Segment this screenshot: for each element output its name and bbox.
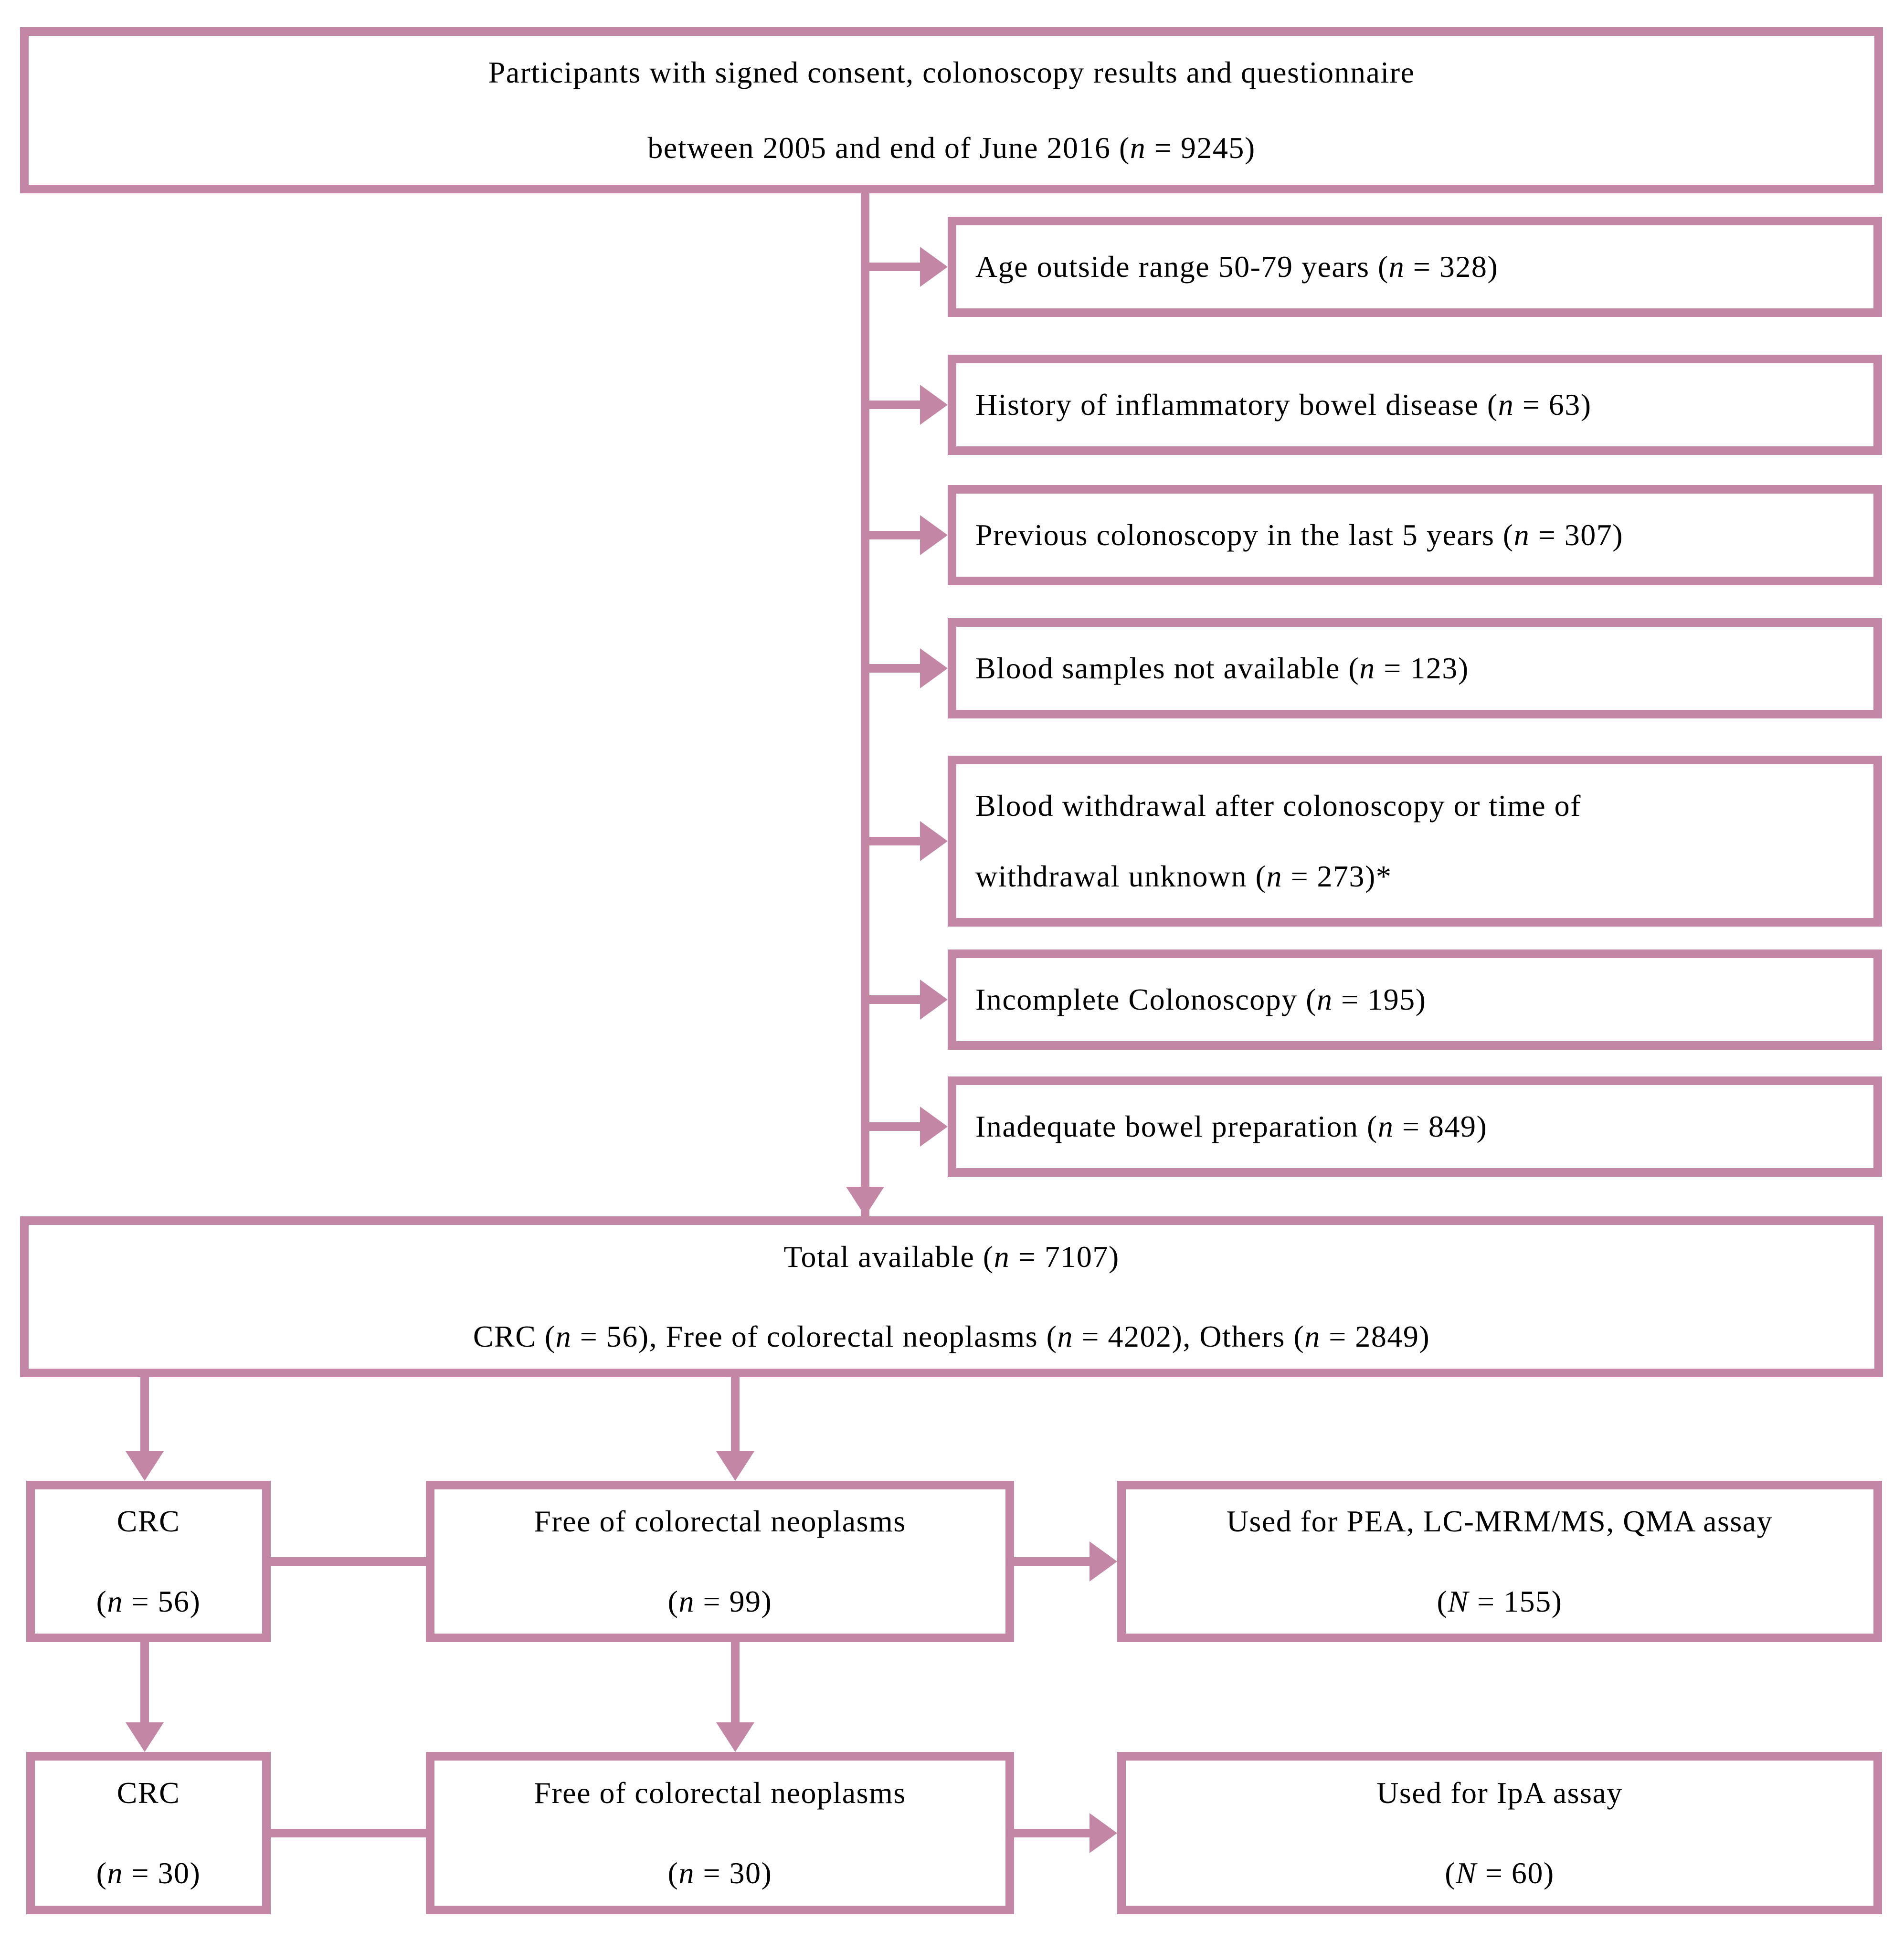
exclusion-label-previous-colonoscopy: Previous colonoscopy in the last 5 years… (975, 517, 1624, 552)
branch-arrowhead-previous-colonoscopy (920, 515, 948, 555)
crc-56-line2: (n = 56) (96, 1584, 201, 1618)
participants-box: Participants with signed consent, colono… (20, 27, 1883, 193)
free-neoplasms-99-box: Free of colorectal neoplasms (n = 99) (426, 1481, 1014, 1642)
free-30-line2: (n = 30) (667, 1856, 772, 1890)
exclusion-box-blood-samples: Blood samples not available (n = 123) (948, 618, 1882, 718)
branch-arrowhead-age (920, 247, 948, 287)
free99-to-pea-line (1014, 1557, 1090, 1566)
pea-assay-line1: Used for PEA, LC-MRM/MS, QMA assay (1226, 1504, 1773, 1538)
pea-assay-box: Used for PEA, LC-MRM/MS, QMA assay (N = … (1117, 1481, 1882, 1642)
exclusion-box-ibd: History of inflammatory bowel disease (n… (948, 355, 1882, 455)
trunk-arrowhead-down (846, 1187, 884, 1216)
total-available-line1: Total available (n = 7107) (783, 1240, 1120, 1274)
exclusion-label-age: Age outside range 50-79 years (n = 328) (975, 249, 1499, 284)
ipa-assay-line1: Used for IpA assay (1376, 1775, 1623, 1810)
total-to-crc-arrowhead (126, 1451, 164, 1481)
branch-line-blood-withdrawal (865, 837, 924, 845)
ipa-assay-box: Used for IpA assay (N = 60) (1117, 1752, 1882, 1914)
free-neoplasms-30-box: Free of colorectal neoplasms (n = 30) (426, 1752, 1014, 1914)
branch-arrowhead-incomplete-colonoscopy (920, 980, 948, 1020)
crc56-to-free99-connector (271, 1557, 426, 1566)
branch-line-ibd (865, 401, 924, 409)
branch-line-age (865, 263, 924, 271)
crc30-to-free30-connector (271, 1829, 426, 1837)
total-available-line2: CRC (n = 56), Free of colorectal neoplas… (473, 1319, 1430, 1353)
total-to-free-line (731, 1377, 740, 1452)
total-to-crc-line (140, 1377, 149, 1452)
branch-line-blood-samples (865, 664, 924, 673)
total-to-free-arrowhead (716, 1451, 754, 1481)
crc-30-line2: (n = 30) (96, 1856, 201, 1890)
crc-30-line1: CRC (116, 1775, 180, 1810)
participants-line2: between 2005 and end of June 2016 (n = 9… (647, 131, 1256, 165)
crc-30-box: CRC (n = 30) (26, 1752, 271, 1914)
pea-assay-line2: (N = 155) (1437, 1584, 1563, 1618)
crc-56-box: CRC (n = 56) (26, 1481, 271, 1642)
ipa-assay-line2: (N = 60) (1445, 1856, 1555, 1890)
exclusion-label-incomplete-colonoscopy: Incomplete Colonoscopy (n = 195) (975, 982, 1427, 1016)
crc56-to-crc30-line (140, 1642, 149, 1722)
branch-arrowhead-blood-samples (920, 648, 948, 688)
free-30-line1: Free of colorectal neoplasms (534, 1775, 906, 1810)
free99-to-pea-arrowhead (1090, 1541, 1117, 1582)
branch-line-incomplete-colonoscopy (865, 995, 924, 1004)
exclusion-box-bowel-preparation: Inadequate bowel preparation (n = 849) (948, 1076, 1882, 1177)
free99-to-free30-arrowhead (716, 1722, 754, 1752)
exclusion-label-bowel-preparation: Inadequate bowel preparation (n = 849) (975, 1109, 1488, 1143)
free30-to-ipa-arrowhead (1090, 1813, 1117, 1853)
branch-arrowhead-bowel-preparation (920, 1107, 948, 1147)
crc-56-line1: CRC (116, 1504, 180, 1538)
exclusion-label-blood-samples: Blood samples not available (n = 123) (975, 651, 1469, 685)
branch-line-previous-colonoscopy (865, 531, 924, 539)
free30-to-ipa-line (1014, 1829, 1090, 1837)
exclusion-box-age: Age outside range 50-79 years (n = 328) (948, 217, 1882, 317)
free99-to-free30-line (731, 1642, 740, 1722)
exclusion-box-previous-colonoscopy: Previous colonoscopy in the last 5 years… (948, 485, 1882, 585)
exclusion-box-incomplete-colonoscopy: Incomplete Colonoscopy (n = 195) (948, 949, 1882, 1050)
branch-line-bowel-preparation (865, 1122, 924, 1131)
free-99-line1: Free of colorectal neoplasms (534, 1504, 906, 1538)
branch-arrowhead-blood-withdrawal (920, 821, 948, 861)
trunk-connector-line (861, 192, 869, 1216)
exclusion-label-blood-withdrawal: Blood withdrawal after colonoscopy or ti… (975, 789, 1581, 893)
total-available-box: Total available (n = 7107) CRC (n = 56),… (20, 1216, 1883, 1377)
crc56-to-crc30-arrowhead (126, 1722, 164, 1752)
branch-arrowhead-ibd (920, 385, 948, 425)
free-99-line2: (n = 99) (667, 1584, 772, 1618)
participants-line1: Participants with signed consent, colono… (488, 55, 1415, 89)
exclusion-label-ibd: History of inflammatory bowel disease (n… (975, 387, 1592, 422)
exclusion-box-blood-withdrawal: Blood withdrawal after colonoscopy or ti… (948, 756, 1882, 927)
